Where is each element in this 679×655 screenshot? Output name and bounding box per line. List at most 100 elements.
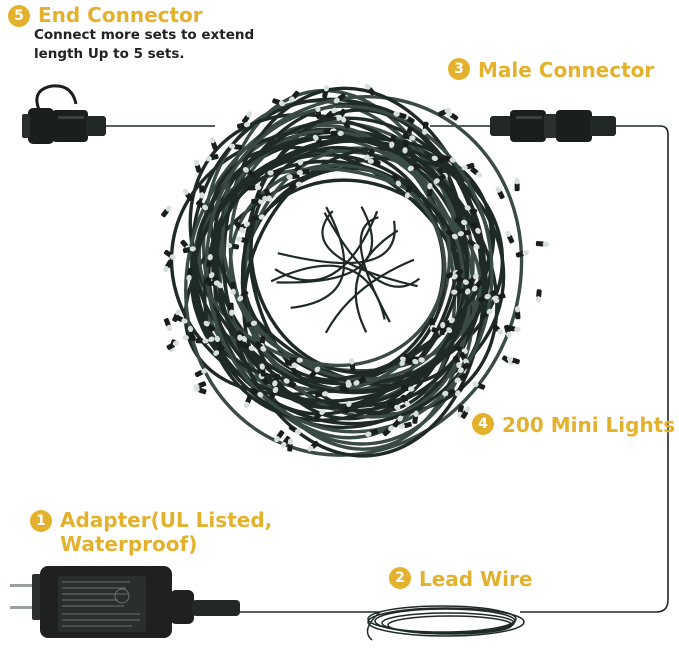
mini-bulb	[464, 205, 478, 215]
mini-bulb	[467, 239, 480, 250]
mini-bulb	[193, 159, 202, 173]
mini-bulb	[272, 98, 286, 107]
mini-bulb	[166, 340, 179, 350]
mini-lights-title: 200 Mini Lights	[502, 413, 676, 437]
mini-bulb	[336, 108, 347, 121]
mini-bulb	[228, 302, 235, 316]
mini-bulb	[340, 116, 351, 129]
mini-bulb	[285, 359, 298, 369]
coil-inner-strand	[270, 264, 386, 320]
badge-2: 2	[389, 567, 411, 589]
mini-bulb	[451, 268, 464, 280]
mini-bulb	[405, 356, 419, 365]
coil-inner-strand	[354, 229, 399, 333]
mini-bulb	[333, 93, 346, 104]
mini-bulb	[203, 320, 216, 332]
mini-bulb	[236, 121, 251, 129]
mini-bulb	[472, 381, 486, 390]
mini-bulb	[471, 280, 483, 292]
mini-bulb	[495, 186, 505, 200]
mini-bulb	[161, 205, 172, 218]
badge-4: 4	[472, 413, 494, 435]
mini-bulb	[288, 90, 300, 103]
mini-bulb	[507, 325, 521, 333]
mini-bulb	[309, 366, 321, 378]
mini-bulb	[389, 134, 397, 148]
adapter-title: Adapter(UL Listed, Waterproof)	[60, 508, 273, 556]
lead-wire-path	[520, 125, 669, 613]
mini-bulb	[251, 198, 265, 205]
mini-bulb	[163, 259, 173, 273]
mini-bulb	[364, 83, 376, 96]
mini-bulb	[267, 169, 281, 176]
mini-bulb	[506, 356, 520, 365]
mini-bulb	[242, 342, 255, 351]
mini-bulb	[186, 267, 194, 282]
mini-bulb	[251, 214, 265, 221]
mini-bulb	[442, 155, 456, 163]
coil-strand	[221, 135, 465, 381]
mini-bulb	[456, 275, 469, 285]
mini-bulb	[194, 368, 208, 378]
mini-bulb	[427, 183, 433, 197]
mini-bulb	[454, 384, 465, 397]
callout-male-connector: 3 Male Connector	[448, 58, 654, 82]
mini-bulb	[315, 391, 329, 398]
mini-bulb	[445, 229, 458, 240]
mini-bulb	[206, 254, 213, 268]
coil-inner-strand	[324, 258, 415, 334]
mini-bulb	[514, 177, 520, 192]
male-connector-title: Male Connector	[478, 58, 655, 82]
mini-bulb	[228, 143, 243, 150]
end-connector-title: End Connector	[38, 3, 203, 27]
mini-bulb	[248, 184, 262, 191]
mini-bulb	[286, 173, 300, 180]
mini-bulb	[230, 281, 236, 296]
mini-bulb	[251, 387, 264, 398]
mini-bulb	[480, 308, 493, 319]
mini-bulb	[438, 107, 451, 117]
coil-inner-strand	[321, 210, 418, 288]
mini-bulb	[451, 288, 465, 295]
mini-bulb	[294, 159, 304, 172]
mini-bulb	[195, 338, 209, 344]
mini-bulb	[289, 357, 303, 363]
mini-bulb	[461, 162, 475, 171]
mini-bulb	[422, 121, 429, 135]
mini-bulb	[398, 421, 412, 429]
mini-bulb	[387, 401, 401, 411]
mini-bulb	[225, 242, 240, 250]
mini-bulb	[254, 341, 267, 352]
mini-bulb	[237, 290, 249, 302]
mini-bulb	[363, 148, 375, 161]
mini-bulb	[439, 321, 446, 336]
badge-1: 1	[30, 510, 52, 532]
mini-bulb	[353, 376, 367, 386]
badge-5: 5	[8, 5, 30, 27]
mini-bulb	[234, 221, 245, 233]
mini-bulb	[367, 158, 381, 166]
mini-bulb	[243, 320, 258, 328]
mini-bulb	[535, 289, 542, 303]
mini-bulb	[457, 229, 471, 237]
mini-bulb	[492, 293, 506, 301]
mini-bulb	[199, 185, 205, 199]
mini-bulb	[391, 174, 402, 187]
mini-bulb	[339, 382, 352, 392]
mini-bulb	[242, 167, 256, 177]
mini-bulb	[454, 217, 468, 226]
mini-bulb	[312, 134, 324, 146]
lead-wire-title: Lead Wire	[419, 567, 533, 591]
mini-bulb	[288, 181, 302, 190]
mini-bulb	[204, 272, 215, 285]
mini-bulb	[491, 323, 504, 335]
mini-bulb	[288, 424, 302, 435]
mini-bulb	[213, 345, 225, 356]
mini-bulb	[349, 358, 356, 372]
mini-bulb	[515, 250, 529, 258]
mini-bulb	[214, 335, 223, 349]
mini-bulb	[407, 163, 421, 172]
lead-wire-coil	[366, 605, 525, 641]
mini-bulb	[274, 430, 285, 443]
